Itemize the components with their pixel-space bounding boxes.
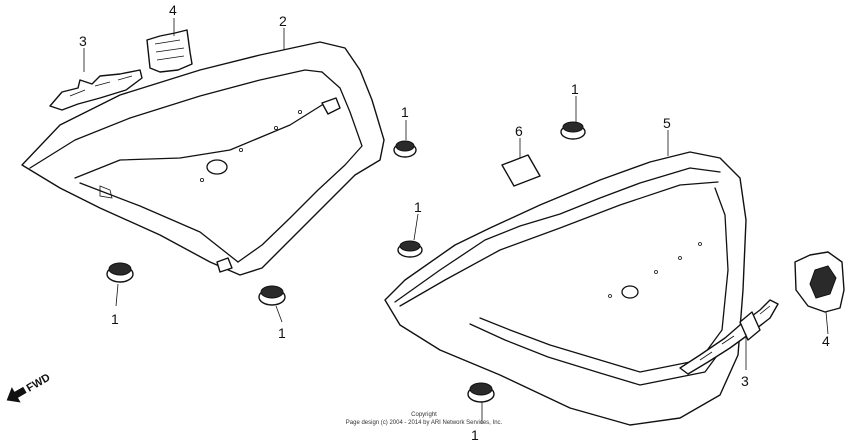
leader-lines <box>83 18 829 424</box>
copyright-line-1: Copyright <box>411 412 437 418</box>
grommet-5[interactable] <box>258 285 286 306</box>
callout-5: 5 <box>663 115 671 131</box>
grommet-3[interactable] <box>397 240 423 258</box>
fwd-label: FWD <box>25 372 53 395</box>
callout-1-e: 1 <box>278 325 286 341</box>
left-side-cover[interactable] <box>21 41 385 276</box>
callout-1-a: 1 <box>401 104 409 120</box>
grommet-6[interactable] <box>467 382 495 403</box>
callout-4-right: 4 <box>822 333 830 349</box>
callout-1-f: 1 <box>471 427 479 443</box>
callout-1-d: 1 <box>111 311 119 327</box>
callout-4-left: 4 <box>169 2 177 18</box>
caution-label[interactable] <box>501 154 541 187</box>
callout-1-c: 1 <box>414 199 422 215</box>
callout-6: 6 <box>515 123 523 139</box>
callout-1-b: 1 <box>571 81 579 97</box>
callout-3-left: 3 <box>79 33 87 49</box>
copyright-line-2: Page design (c) 2004 - 2014 by ARI Netwo… <box>346 420 503 426</box>
badge-right[interactable] <box>794 251 845 313</box>
fwd-indicator: FWD <box>6 372 53 403</box>
grommet-1[interactable] <box>393 140 417 158</box>
grommet-4[interactable] <box>106 262 134 283</box>
emblem-right[interactable] <box>679 299 779 375</box>
arrow-left-icon <box>6 386 27 403</box>
badge-left[interactable] <box>146 29 193 73</box>
copyright-notice: Copyright Page design (c) 2004 - 2014 by… <box>346 412 503 426</box>
emblem-left[interactable] <box>49 69 143 111</box>
callout-3-right: 3 <box>741 373 749 389</box>
callout-2: 2 <box>279 13 287 29</box>
callouts: 3 4 2 1 1 6 5 1 1 1 1 3 4 <box>79 2 830 443</box>
right-side-cover[interactable] <box>384 151 747 426</box>
grommet-2[interactable] <box>560 121 586 140</box>
